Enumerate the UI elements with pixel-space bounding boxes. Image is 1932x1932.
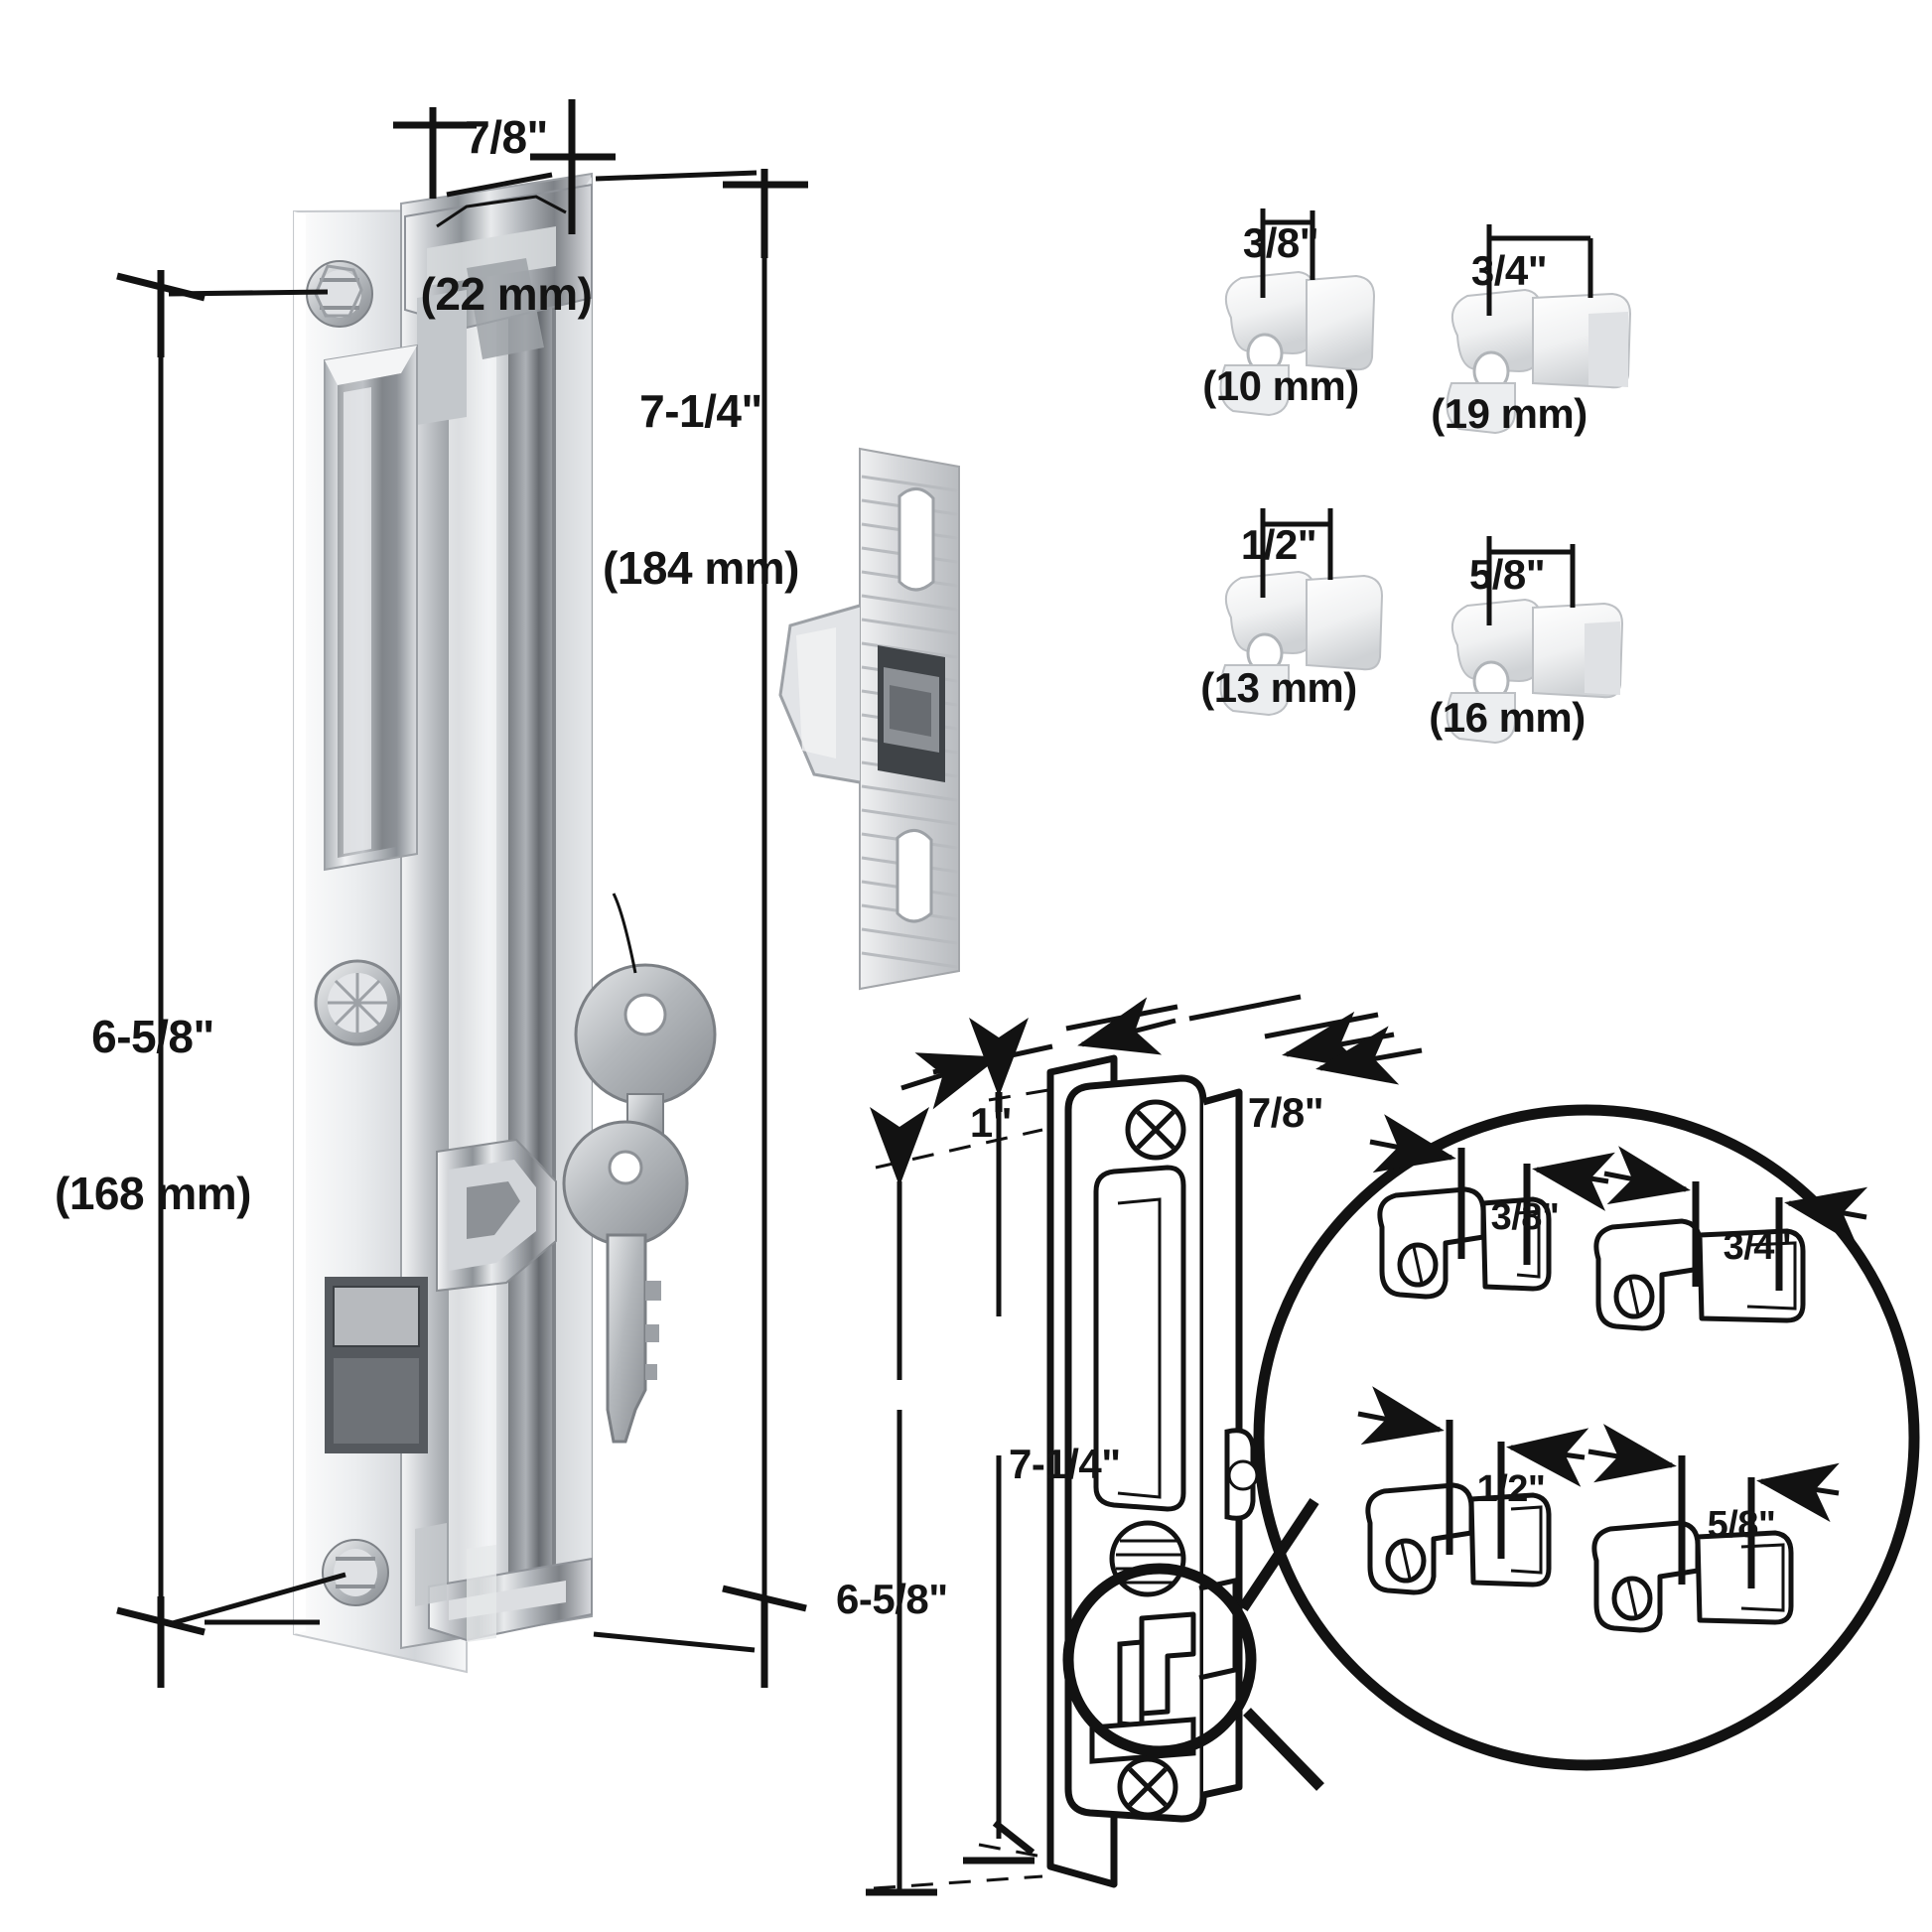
- hook-photo-5-8: [1446, 598, 1624, 745]
- hook-photo-3-4: [1446, 288, 1632, 435]
- detail-label-5-8: 5/8": [1707, 1504, 1776, 1547]
- dim-height-right-7-14: [593, 170, 807, 1688]
- hook-label-5-8: 5/8" (16 mm): [1429, 550, 1586, 742]
- detail-label-3-8: 3/8": [1490, 1196, 1560, 1239]
- dim-label-height-6-5-8: 6-5/8" (168 mm): [55, 1010, 251, 1220]
- ld-label-depth-7-8in: 7/8": [1247, 1088, 1324, 1136]
- detail-hook-5-8: [1591, 1520, 1794, 1633]
- hook-label-3-8: 3/8" (10 mm): [1202, 218, 1359, 410]
- dim-hook-3-8: [1260, 208, 1315, 298]
- magnified-detail-circle: [1238, 1104, 1920, 1791]
- dim-label-height-7-1-4: 7-1/4" (184 mm): [603, 384, 799, 595]
- hook-label-3-4: 3/4" (19 mm): [1431, 246, 1587, 438]
- dim-hook-5-8: [1486, 536, 1576, 625]
- keeper-strike-plate-photo: [778, 447, 960, 991]
- dim-ld-height-7-14: [963, 1018, 1061, 1864]
- main-product-photo: [293, 172, 593, 1674]
- dim-ld-depth-7-8in: [1188, 994, 1423, 1085]
- dim-label-width-top: 7/8" (22 mm): [420, 110, 593, 321]
- dim-hook-3-4: [1486, 224, 1593, 316]
- detail-hook-3-4: [1593, 1218, 1806, 1331]
- detail-label-1-2: 1/2": [1476, 1468, 1546, 1511]
- hook-photo-1-2: [1219, 570, 1384, 717]
- detail-hook-1-2: [1365, 1482, 1552, 1595]
- ld-label-depth-1in: 1": [969, 1098, 1013, 1146]
- line-drawing-lock-body: [1046, 1054, 1259, 1888]
- key-photo: [562, 893, 717, 1444]
- detail-dims: [1357, 1114, 1868, 1588]
- dim-hook-1-2: [1260, 508, 1333, 598]
- dim-height-left-6-58: [116, 270, 346, 1688]
- hook-photo-3-8: [1219, 270, 1376, 417]
- detail-label-3-4: 3/4": [1723, 1226, 1792, 1269]
- hook-label-1-2: 1/2" (13 mm): [1200, 520, 1357, 712]
- ld-label-height-7-1-4: 7-1/4": [1009, 1440, 1121, 1487]
- ld-label-height-6-5-8: 6-5/8": [836, 1575, 948, 1622]
- dim-ld-height-6-58: [866, 1107, 1043, 1896]
